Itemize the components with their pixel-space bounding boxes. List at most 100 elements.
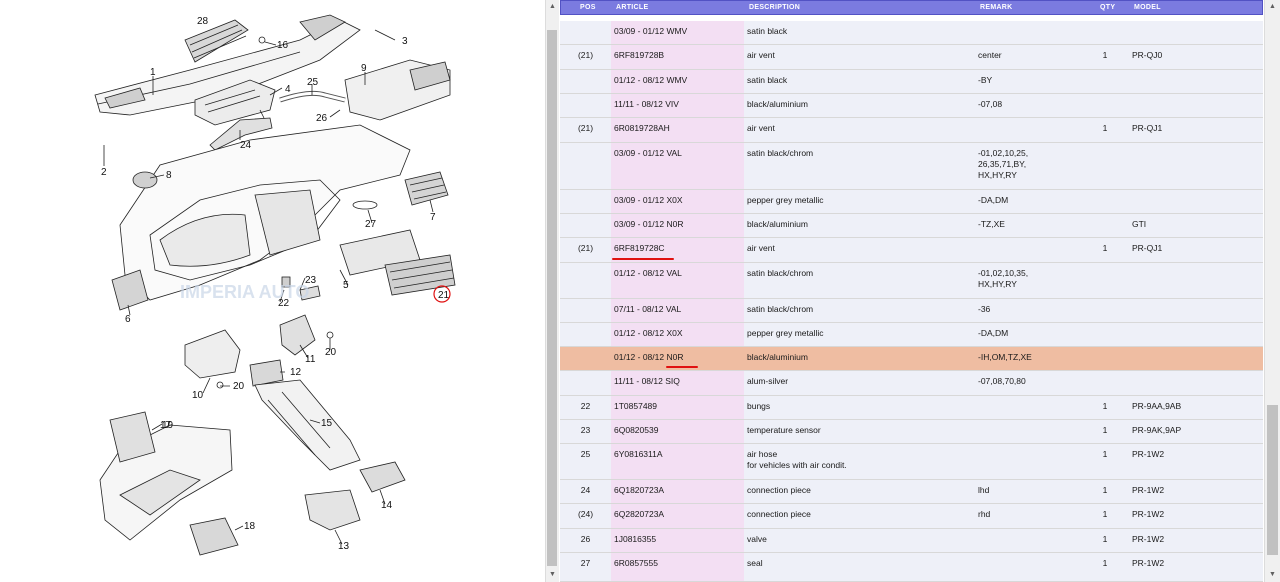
cell-article[interactable]: 01/12 - 08/12 X0X: [614, 328, 683, 338]
article-column-band: [611, 347, 744, 370]
scroll-up-arrow-icon[interactable]: ▲: [549, 3, 556, 10]
cell-article[interactable]: 01/12 - 08/12 VAL: [614, 268, 682, 278]
cell-description: satin black: [747, 26, 788, 36]
cell-description: connection piece: [747, 485, 811, 495]
cell-article[interactable]: 6Q2820723A: [614, 509, 665, 519]
cell-article[interactable]: 11/11 - 08/12 SIQ: [614, 376, 680, 386]
cell-description: black/aluminium: [747, 352, 808, 362]
table-scrollbar[interactable]: ▲ ▼: [1264, 0, 1280, 582]
cell-remark: -IH,OM,TZ,XE: [978, 352, 1032, 362]
cell-article[interactable]: 6Y0816311A: [614, 449, 663, 459]
table-row[interactable]: 03/09 - 01/12 WMV satin black: [560, 21, 1263, 45]
header-qty[interactable]: QTY: [1100, 4, 1116, 11]
svg-text:10: 10: [192, 390, 204, 401]
cell-article[interactable]: 03/09 - 01/12 N0R: [614, 219, 684, 229]
svg-text:21: 21: [438, 290, 450, 301]
cell-article[interactable]: 11/11 - 08/12 VIV: [614, 99, 679, 109]
svg-text:8: 8: [166, 170, 172, 181]
table-scrollbar-thumb[interactable]: [1267, 405, 1278, 555]
cell-article[interactable]: 6R0819728AH: [614, 123, 670, 133]
scroll-down-arrow-icon[interactable]: ▼: [549, 571, 556, 578]
scrollbar-thumb[interactable]: [547, 30, 557, 566]
cell-article[interactable]: 01/12 - 08/12 WMV: [614, 75, 688, 85]
article-column-band: [611, 45, 744, 69]
cell-article[interactable]: 1J0816355: [614, 534, 657, 544]
diagram-scrollbar[interactable]: ▲ ▼: [545, 0, 559, 582]
svg-text:15: 15: [321, 418, 333, 429]
cell-qty: 1: [1102, 449, 1108, 459]
cell-remark: -01,02,10,35, HX,HY,RY: [978, 268, 1029, 289]
cell-description: pepper grey metallic: [747, 195, 824, 205]
cell-model: PR-1W2: [1132, 558, 1165, 568]
cell-article[interactable]: 07/11 - 08/12 VAL: [614, 304, 682, 314]
cell-description: valve: [747, 534, 767, 544]
article-column-band: [611, 504, 744, 528]
cell-description: temperature sensor: [747, 425, 821, 435]
cell-article[interactable]: 6Q1820723A: [614, 485, 665, 495]
cell-article[interactable]: 6RF819728B: [614, 50, 665, 60]
svg-text:17: 17: [160, 420, 172, 431]
table-scroll-down-arrow-icon[interactable]: ▼: [1269, 571, 1276, 578]
cell-description: satin black/chrom: [747, 304, 814, 314]
cell-description: air vent: [747, 123, 775, 133]
diagram-drawing: IMPERIA AUTO 1 2 3 4 5 6 7 8 9 10 11 12 …: [94, 14, 456, 556]
watermark-text: IMPERIA AUTO: [180, 282, 309, 302]
parts-table: POS ARTICLE DESCRIPTION REMARK QTY MODEL…: [560, 0, 1264, 582]
table-row[interactable]: 25 6Y0816311A air hose for vehicles with a…: [560, 444, 1263, 480]
table-scroll-up-arrow-icon[interactable]: ▲: [1269, 3, 1276, 10]
cell-article[interactable]: 03/09 - 01/12 X0X: [614, 195, 683, 205]
cell-model: PR-QJ0: [1132, 50, 1163, 60]
article-column-band: [611, 70, 744, 93]
cell-pos: 27: [580, 558, 591, 568]
svg-text:18: 18: [244, 521, 256, 532]
cell-remark: rhd: [978, 509, 991, 519]
svg-text:16: 16: [277, 40, 289, 51]
article-column-band: [611, 21, 744, 44]
svg-text:2: 2: [101, 167, 107, 178]
cell-description: air hose for vehicles with air condit.: [747, 449, 847, 470]
cell-pos: 22: [580, 401, 591, 411]
cell-article[interactable]: 01/12 - 08/12 N0R: [614, 352, 684, 362]
cell-article[interactable]: 6RF819728C: [614, 243, 665, 253]
cell-article[interactable]: 6Q0820539: [614, 425, 659, 435]
cell-pos: 23: [580, 425, 591, 435]
cell-pos: (21): [577, 50, 594, 60]
svg-text:14: 14: [381, 500, 393, 511]
cell-article[interactable]: 1T0857489: [614, 401, 658, 411]
cell-description: satin black: [747, 75, 788, 85]
svg-text:7: 7: [430, 212, 436, 223]
header-description[interactable]: DESCRIPTION: [749, 4, 801, 11]
article-column-band: [611, 94, 744, 117]
cell-article[interactable]: 6R0857555: [614, 558, 658, 568]
svg-text:3: 3: [402, 36, 408, 47]
svg-text:27: 27: [365, 219, 377, 230]
cell-article[interactable]: 03/09 - 01/12 WMV: [614, 26, 688, 36]
article-column-band: [611, 118, 744, 142]
cell-pos: 25: [580, 449, 591, 459]
header-article[interactable]: ARTICLE: [616, 4, 649, 11]
header-model[interactable]: MODEL: [1134, 4, 1161, 11]
cell-article[interactable]: 03/09 - 01/12 VAL: [614, 148, 682, 158]
cell-description: pepper grey metallic: [747, 328, 824, 338]
header-pos[interactable]: POS: [580, 4, 596, 11]
header-remark[interactable]: REMARK: [980, 4, 1013, 11]
cell-qty: 1: [1102, 485, 1108, 495]
